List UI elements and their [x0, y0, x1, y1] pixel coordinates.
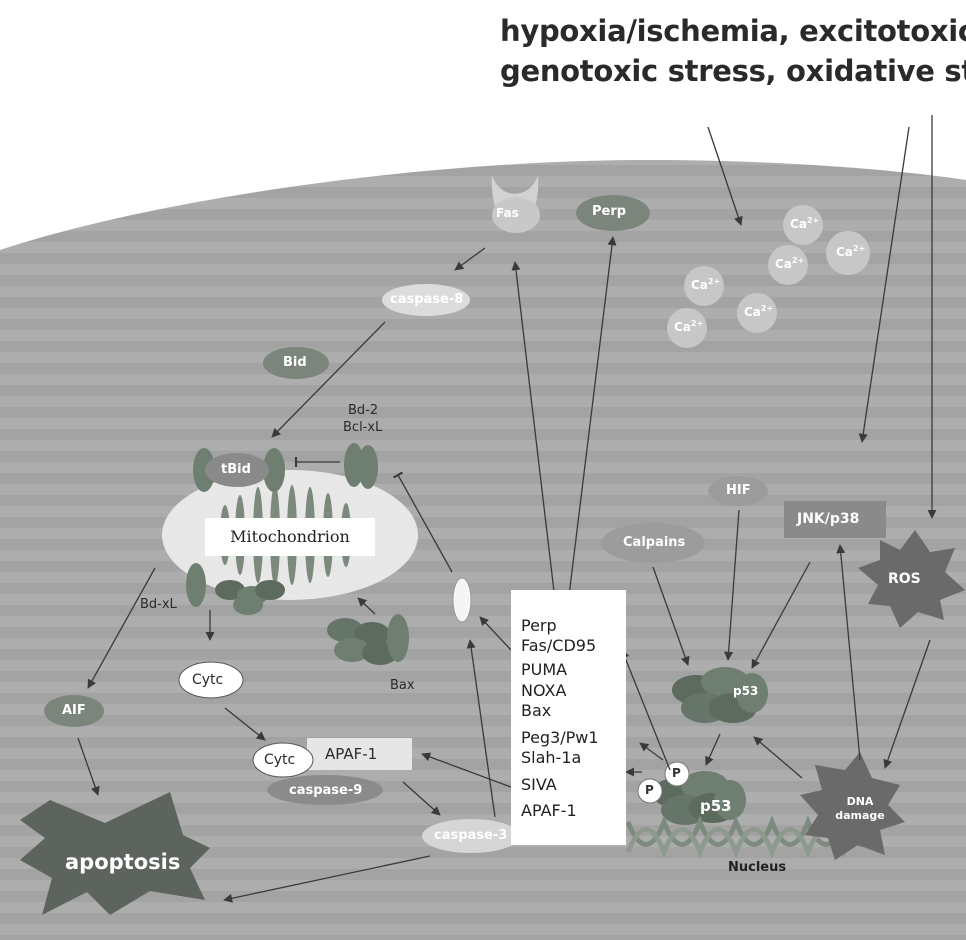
- aif-label: AIF: [62, 703, 86, 718]
- phospho-label-1: P: [645, 783, 654, 797]
- bcl2-protein: [344, 443, 378, 489]
- target-gene: APAF-1: [521, 801, 577, 820]
- target-gene: Fas/CD95: [521, 636, 596, 655]
- bax-label: Bax: [390, 678, 415, 693]
- calcium-label-2: Ca2+: [836, 244, 865, 259]
- jnk-label: JNK/p38: [797, 511, 859, 527]
- calpains-label: Calpains: [623, 535, 685, 550]
- effector-oval: [453, 578, 471, 622]
- target-gene: PUMA: [521, 660, 567, 679]
- calcium-label-5: Ca2+: [744, 304, 773, 319]
- phospho-label-2: P: [672, 766, 681, 780]
- mitochondrion-label: Mitochondrion: [205, 518, 375, 556]
- caspase9-label: caspase-9: [289, 783, 362, 798]
- cytc2-label: Cytc: [264, 752, 295, 768]
- nucleus-label: Nucleus: [728, 860, 786, 875]
- bcl2-label: Bd-2: [348, 403, 378, 418]
- calcium-label-6: Ca2+: [674, 319, 703, 334]
- target-gene: Peg3/Pw1: [521, 728, 599, 747]
- caspase3-label: caspase-3: [434, 828, 507, 843]
- hif-label: HIF: [726, 483, 751, 498]
- stress-header-line2: genotoxic stress, oxidative stress: [500, 54, 966, 88]
- apoptosis-label: apoptosis: [65, 850, 180, 874]
- p53-label: p53: [733, 684, 758, 698]
- p53-nucleus-label: p53: [700, 797, 732, 815]
- bdxl-label: Bd-xL: [140, 597, 177, 612]
- cytc-label: Cytc: [192, 672, 223, 688]
- caspase8-label: caspase-8: [390, 292, 463, 307]
- ros-label: ROS: [888, 571, 921, 587]
- calcium-label-3: Ca2+: [775, 256, 804, 271]
- bclxl-label: Bcl-xL: [343, 420, 382, 435]
- bid-label: Bid: [283, 355, 307, 370]
- stress-header-line1: hypoxia/ischemia, excitotoxicity,: [500, 14, 966, 48]
- target-gene: Perp: [521, 616, 557, 635]
- target-gene: Bax: [521, 701, 551, 720]
- dna-damage-label: DNA damage: [829, 795, 891, 823]
- target-gene: SIVA: [521, 775, 557, 794]
- calcium-label-1: Ca2+: [790, 216, 819, 231]
- target-gene: NOXA: [521, 681, 566, 700]
- tbid-label: tBid: [221, 462, 251, 477]
- apaf1-label: APAF-1: [325, 745, 377, 763]
- calcium-label-4: Ca2+: [691, 277, 720, 292]
- p53-target-list: Perp Fas/CD95 PUMA NOXA Bax Peg3/Pw1 Sla…: [511, 590, 626, 845]
- fas-label: Fas: [496, 206, 519, 220]
- target-gene: Slah-1a: [521, 748, 581, 767]
- perp-label: Perp: [592, 204, 626, 219]
